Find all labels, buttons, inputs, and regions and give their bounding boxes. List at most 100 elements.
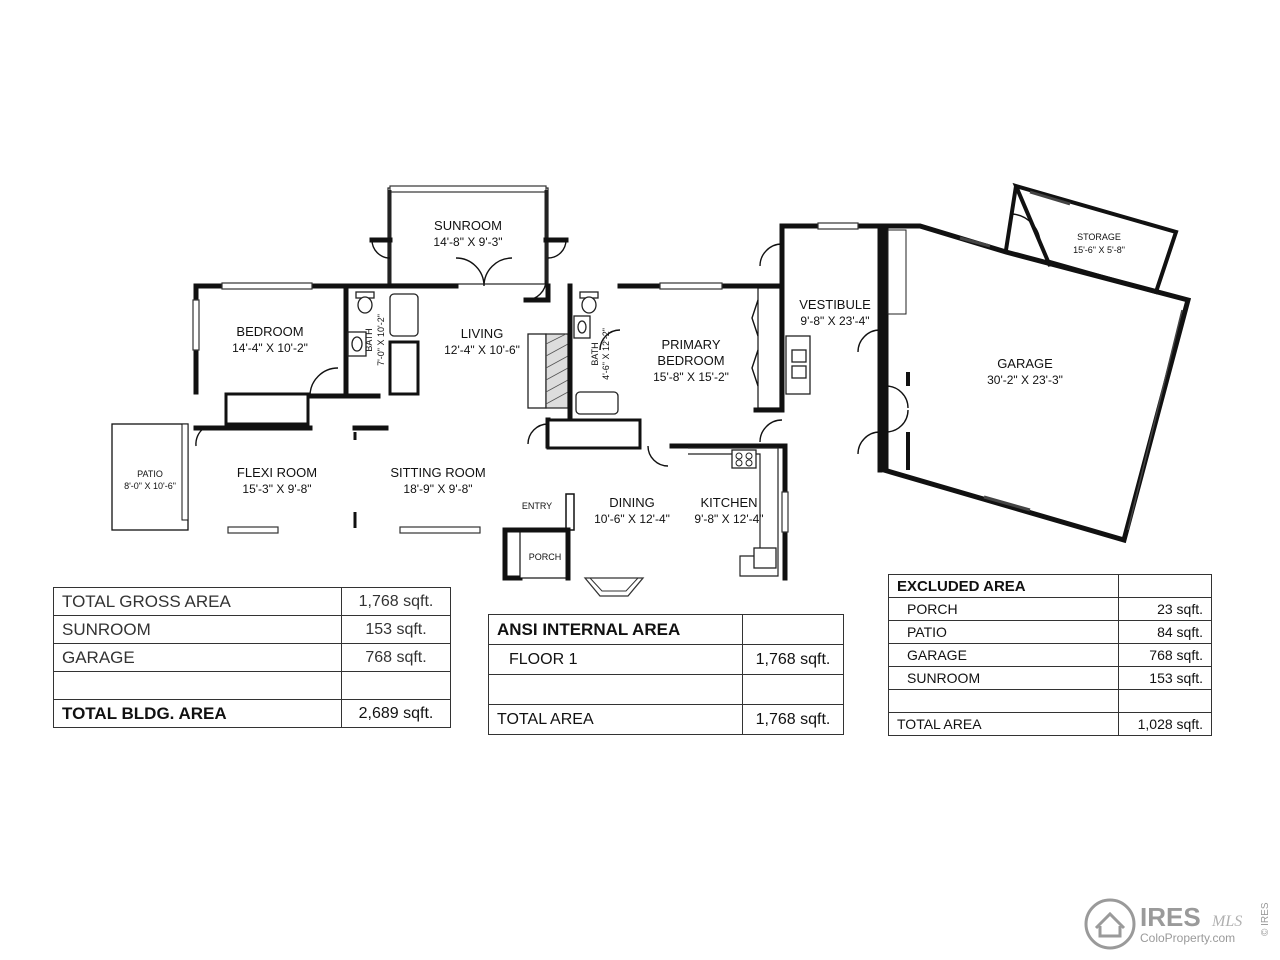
bath1-tub	[389, 293, 419, 337]
ansi-title-blank	[742, 614, 844, 645]
bedroom-window	[221, 282, 313, 290]
sitting-window	[399, 526, 481, 534]
vestibule-door-top	[759, 243, 783, 267]
logo-brand: IRES	[1140, 902, 1201, 932]
ansi-floor-value: 1,768 sqft.	[742, 644, 844, 675]
wall-porch	[502, 527, 523, 581]
garage-dims: 30'-2" X 23'-3"	[987, 373, 1063, 387]
storage-door	[1011, 213, 1041, 247]
patio-name: PATIO	[137, 469, 163, 479]
garage-window-bottom	[983, 495, 1031, 512]
excluded-row-label: PORCH	[888, 597, 1119, 621]
table-row	[488, 674, 844, 705]
kitchen-range	[731, 449, 757, 469]
storage-wall-left	[1004, 185, 1018, 251]
ansi-blank-label	[488, 674, 743, 705]
gross-total-label: TOTAL BLDG. AREA	[53, 699, 342, 728]
vestibule-dims: 9'-8" X 23'-4"	[800, 314, 869, 328]
excluded-title-blank	[1118, 574, 1212, 598]
storage-name: STORAGE	[1077, 232, 1121, 242]
garage-overhead-door	[1127, 309, 1183, 531]
bath2-name: BATH	[590, 342, 600, 365]
entry-name: ENTRY	[522, 501, 552, 511]
excluded-row-value: 768 sqft.	[1118, 643, 1212, 667]
bedroom-window-left	[192, 299, 200, 351]
excluded-row-label: PATIO	[888, 620, 1119, 644]
bath2-dims: 4'-6" X 12'-2"	[601, 328, 611, 380]
sunroom-name: SUNROOM	[434, 218, 502, 233]
storage-outline	[1012, 182, 1179, 295]
logo-site: ColoProperty.com	[1140, 931, 1235, 945]
wall-kitchen	[669, 443, 788, 581]
ansi-total-value: 1,768 sqft.	[742, 704, 844, 735]
kitchen-dims: 9'-8" X 12'-4"	[694, 512, 763, 526]
gross-row-value: 153 sqft.	[341, 615, 451, 644]
table-row	[53, 671, 451, 700]
gross-total-value: 2,689 sqft.	[341, 699, 451, 728]
excluded-row-value: 84 sqft.	[1118, 620, 1212, 644]
sunroom-door-right	[547, 239, 567, 259]
excluded-blank-label	[888, 689, 1119, 713]
fireplace-hatch	[545, 333, 569, 405]
range-burner-3	[735, 459, 743, 467]
excluded-row-value: 23 sqft.	[1118, 597, 1212, 621]
patio-slab	[111, 423, 189, 531]
table-row: EXCLUDED AREA	[888, 574, 1212, 598]
sunroom-dims: 14'-8" X 9'-3"	[433, 235, 502, 249]
excluded-total-label: TOTAL AREA	[888, 712, 1119, 736]
sunroom-door-left	[371, 239, 391, 259]
logo-circle-icon	[1084, 898, 1136, 950]
ansi-blank-value	[742, 674, 844, 705]
flexi-window	[227, 526, 279, 534]
bath1-dims: 7'-0" X 10'-2"	[376, 314, 386, 366]
vestibule-door-bottom-right	[857, 431, 881, 455]
primary-name-2: BEDROOM	[657, 353, 724, 368]
excluded-row-label: SUNROOM	[888, 666, 1119, 690]
bedroom-dims: 14'-4" X 10'-2"	[232, 341, 308, 355]
flexi-door	[195, 427, 205, 447]
dining-entry-post	[565, 493, 575, 531]
dining-name: DINING	[609, 495, 655, 510]
excluded-blank-value	[1118, 689, 1212, 713]
patio-rail	[181, 423, 189, 521]
sunroom-frame	[387, 187, 549, 285]
vestibule-name: VESTIBULE	[799, 297, 871, 312]
excluded-row-value: 153 sqft.	[1118, 666, 1212, 690]
logo-mls: MLS	[1211, 913, 1242, 930]
gross-row-label: TOTAL GROSS AREA	[53, 587, 342, 616]
table-row: ANSI INTERNAL AREA	[488, 614, 844, 645]
gross-row-value	[341, 671, 451, 700]
living-dims: 12'-4" X 10'-6"	[444, 343, 520, 357]
ires-logo: IRES MLS ColoProperty.com © IRES	[1084, 898, 1271, 950]
porch-name: PORCH	[529, 552, 562, 562]
bath1-sink	[351, 336, 363, 352]
kitchen-name: KITCHEN	[700, 495, 757, 510]
porch-slab	[519, 529, 569, 579]
living-door	[527, 423, 549, 445]
bath1-toilet-bowl	[357, 296, 373, 314]
sitting-name: SITTING ROOM	[390, 465, 485, 480]
living-door2	[525, 279, 547, 301]
sunroom-double-door	[455, 257, 513, 287]
vestibule-window	[817, 222, 859, 230]
flexi-name: FLEXI ROOM	[237, 465, 317, 480]
primary-name-1: PRIMARY	[662, 337, 721, 352]
fireplace-hearth	[545, 333, 569, 409]
logo-house-icon	[1094, 911, 1126, 938]
range-burner-1	[735, 452, 743, 460]
primary-door	[647, 445, 669, 467]
excluded-total-value: 1,028 sqft.	[1118, 712, 1212, 736]
gross-row-value: 1,768 sqft.	[341, 587, 451, 616]
kitchen-sink	[753, 547, 777, 569]
excluded-row-label: GARAGE	[888, 643, 1119, 667]
gross-row-value: 768 sqft.	[341, 643, 451, 672]
primary-dims: 15'-8" X 15'-2"	[653, 370, 729, 384]
